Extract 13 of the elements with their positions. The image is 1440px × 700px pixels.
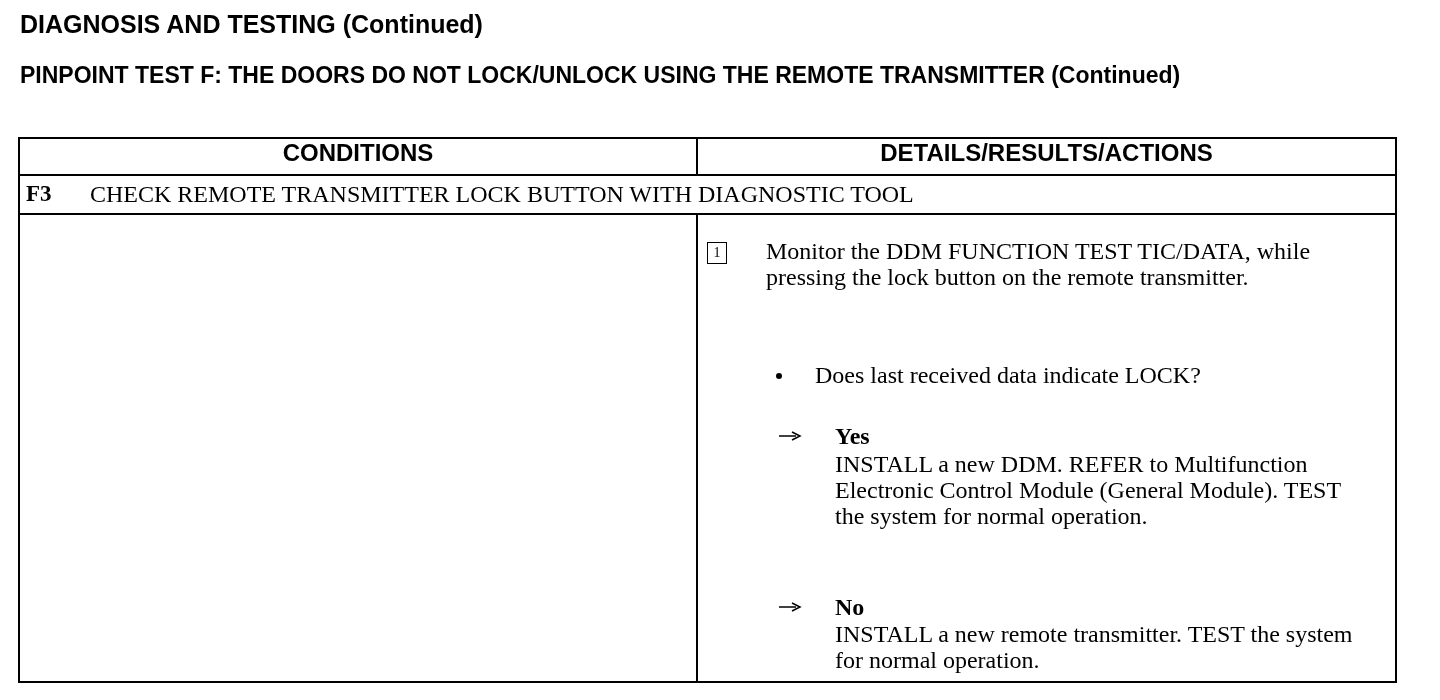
question-text: Does last received data indicate LOCK? (815, 362, 1202, 388)
answer-label: No (835, 594, 865, 621)
answer-label: Yes (835, 423, 870, 450)
step-number: F3 (26, 181, 52, 207)
action-text: INSTALL a new DDM. REFER to Multifunction Electronic Control Module (General Module). TEST the system for normal operation. (835, 451, 1342, 529)
column-header: DETAILS/RESULTS/ACTIONS (879, 139, 1214, 167)
instruction-text: Monitor the DDM FUNCTION TEST TIC/DATA, while pressing the lock button on the remote transmitter. (766, 238, 1312, 290)
step-title: CHECK REMOTE TRANSMITTER LOCK BUTTON WITH DIAGNOSTIC TOOL (90, 181, 914, 208)
page-title: DIAGNOSIS AND TESTING (Continued) (20, 10, 483, 39)
step-number: 1 (707, 242, 727, 264)
column-header: CONDITIONS (281, 139, 435, 167)
action-text: INSTALL a new remote transmitter. TEST the system for normal operation. (835, 621, 1354, 673)
section-heading: PINPOINT TEST F: THE DOORS DO NOT LOCK/UNLOCK USING THE REMOTE TRANSMITTER (Continued) (20, 62, 1182, 89)
